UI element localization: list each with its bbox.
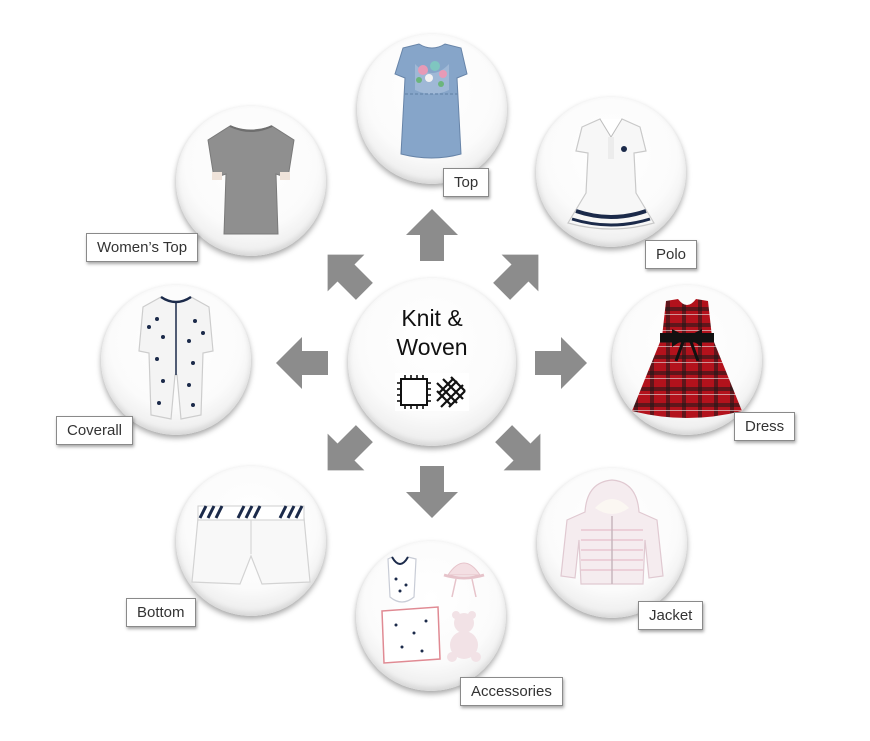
womens-tee-icon (207, 125, 295, 235)
label-polo: Polo (645, 240, 698, 269)
center-title-line1: Knit & (401, 305, 463, 331)
hooded-jacket-icon (560, 479, 664, 585)
node-accessories (356, 541, 506, 691)
arrow-up-right-icon (492, 245, 548, 301)
node-bottom (176, 466, 326, 616)
node-dress (612, 285, 762, 435)
baby-top-icon (394, 43, 468, 159)
arrow-left-icon (274, 335, 330, 391)
polo-dress-icon (567, 118, 655, 230)
shorts-icon (191, 505, 311, 585)
center-title: Knit & Woven (348, 304, 516, 362)
node-polo (536, 97, 686, 247)
label-top: Top (443, 168, 490, 197)
arrow-down-icon (404, 464, 460, 520)
label-bottom: Bottom (126, 598, 196, 627)
arrow-down-right-icon (494, 424, 550, 480)
center-title-line2: Woven (396, 334, 468, 360)
label-womens-top: Women’s Top (86, 233, 199, 262)
label-accessories: Accessories (460, 677, 563, 706)
label-jacket: Jacket (638, 601, 704, 630)
node-coverall (101, 285, 251, 435)
coverall-icon (138, 295, 214, 420)
node-jacket (537, 468, 687, 618)
arrow-down-left-icon (318, 424, 374, 480)
center-node: Knit & Woven (348, 278, 516, 446)
knit-woven-icon (395, 373, 469, 411)
label-coverall: Coverall (56, 416, 134, 445)
node-top (357, 34, 507, 184)
label-dress: Dress (734, 412, 796, 441)
arrow-up-left-icon (318, 245, 374, 301)
baby-accessories-icon (381, 556, 485, 664)
arrow-right-icon (533, 335, 589, 391)
node-womens-top (176, 106, 326, 256)
arrow-up-icon (404, 207, 460, 263)
plaid-dress-icon (632, 299, 742, 418)
